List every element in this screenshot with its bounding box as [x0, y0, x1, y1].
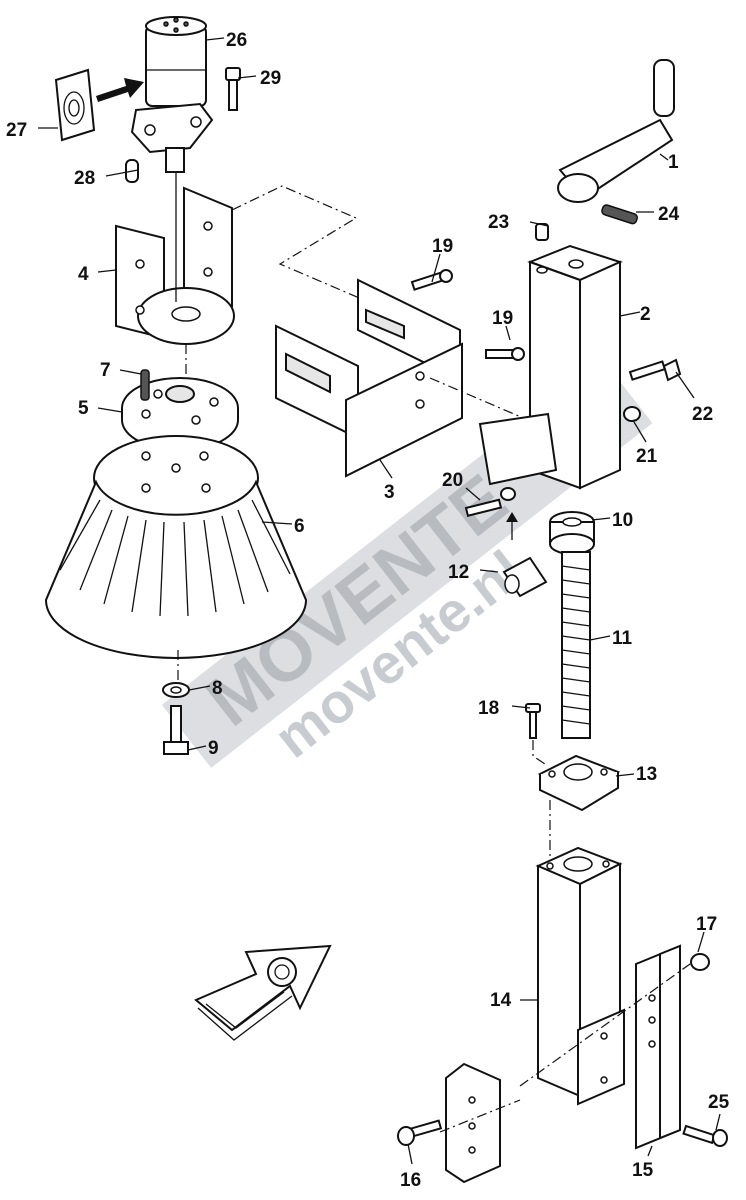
nipple-23	[535, 223, 549, 241]
tube-14	[535, 846, 625, 1106]
bolt-25	[682, 1124, 728, 1147]
callout-13: 13	[636, 764, 657, 785]
crank-1	[557, 59, 675, 203]
callout-1: 1	[668, 152, 679, 173]
bolt-9	[163, 705, 189, 755]
callout-16: 16	[400, 1170, 421, 1191]
callout-19a: 19	[432, 236, 453, 257]
callout-25: 25	[708, 1092, 730, 1113]
arrow-27-to-26	[96, 78, 144, 102]
callout-21: 21	[636, 446, 658, 467]
callout-3: 3	[384, 482, 395, 503]
screw-29	[225, 67, 241, 111]
flange-13	[537, 754, 621, 812]
nut-17	[690, 953, 710, 971]
bracket-3	[275, 278, 463, 478]
screw-18	[525, 703, 541, 739]
pin-7	[140, 369, 150, 401]
callout-7: 7	[100, 360, 111, 381]
callout-10: 10	[612, 510, 633, 531]
callout-11: 11	[612, 628, 633, 649]
callout-28: 28	[74, 168, 95, 189]
callout-15: 15	[632, 1160, 654, 1181]
callout-12: 12	[448, 562, 469, 583]
tube-2	[478, 244, 623, 490]
callout-14: 14	[490, 990, 512, 1011]
nut-10	[549, 511, 595, 555]
callout-22: 22	[692, 404, 713, 425]
bolt-19a	[410, 269, 453, 291]
nut-21	[623, 406, 641, 422]
screw-spindle-11	[561, 551, 591, 739]
callout-5: 5	[78, 398, 89, 419]
pin-24	[601, 204, 638, 225]
bracket-4	[115, 186, 235, 345]
callout-2: 2	[640, 304, 651, 325]
callout-8: 8	[212, 678, 223, 699]
bolt-20	[464, 487, 516, 517]
callout-24: 24	[658, 204, 680, 225]
bolt-19b	[485, 347, 525, 361]
callout-labels: 1 2 3 4 5 6 7 8 9 10 11 12 13 14 15 16 1…	[6, 30, 730, 1191]
callout-17: 17	[696, 914, 717, 935]
callout-20: 20	[442, 470, 463, 491]
callout-6: 6	[294, 516, 305, 537]
callout-4: 4	[78, 264, 89, 285]
callout-27: 27	[6, 120, 27, 141]
bushing-12	[502, 556, 548, 598]
leader-lines	[38, 37, 721, 1165]
bolt-16	[397, 1119, 443, 1146]
callout-18: 18	[478, 698, 499, 719]
callout-9: 9	[208, 738, 219, 759]
angle-bracket-15	[635, 944, 681, 1150]
wing-screw-22	[628, 358, 682, 382]
plate-16	[445, 1062, 501, 1184]
callout-26: 26	[226, 30, 247, 51]
brush-6	[44, 435, 308, 659]
callout-19b: 19	[492, 308, 513, 329]
direction-arrow-icon	[194, 944, 332, 1041]
label-sticker-27	[54, 68, 96, 142]
washer-8	[162, 682, 190, 698]
callout-29: 29	[260, 68, 281, 89]
motor-26	[130, 16, 214, 173]
callout-23: 23	[488, 212, 509, 233]
